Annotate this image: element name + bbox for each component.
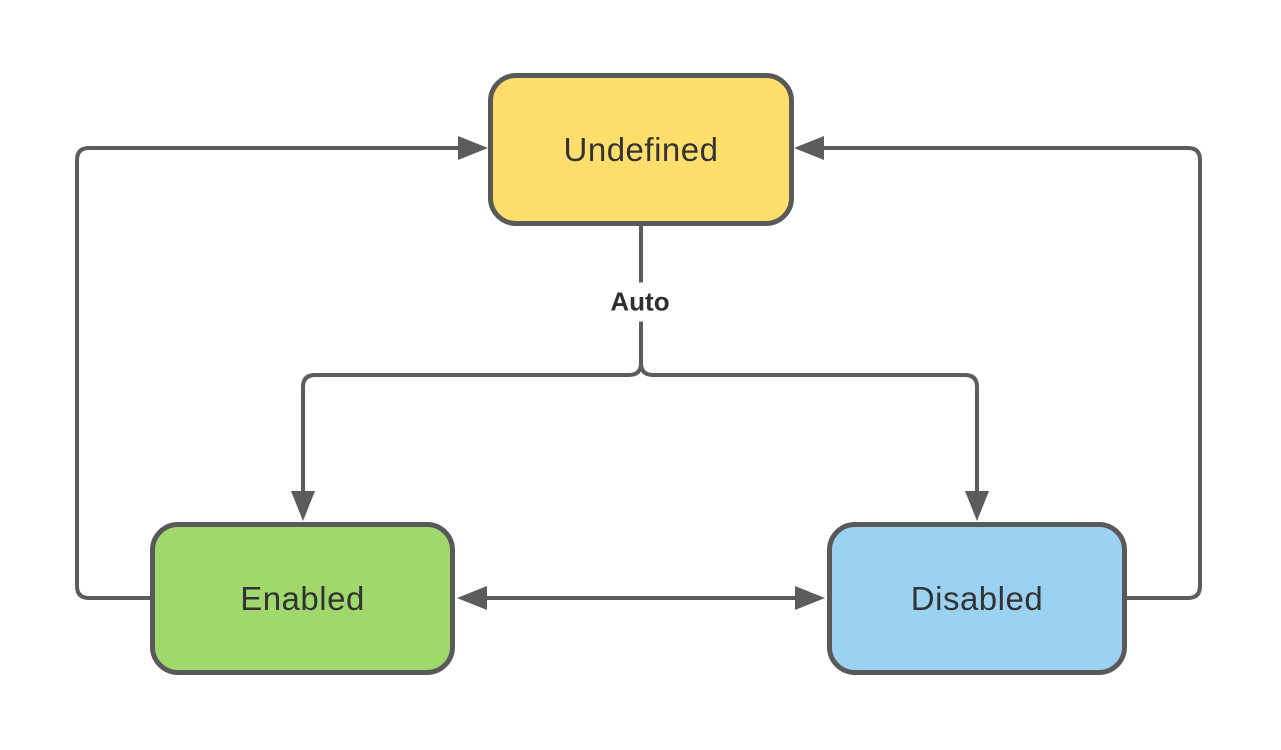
edge-label-auto: Auto: [600, 282, 680, 322]
arrowhead-into-undefined-right: [794, 136, 824, 160]
edge-auto-to-disabled: [639, 362, 979, 492]
node-enabled: Enabled: [150, 522, 455, 675]
edge-disabled-to-undefined: [824, 146, 1202, 600]
edge-enabled-to-undefined: [75, 146, 458, 600]
arrowhead-into-enabled-right: [457, 586, 487, 610]
arrowhead-into-disabled-left: [795, 586, 825, 610]
arrowhead-into-undefined-left: [458, 136, 488, 160]
edge-auto-to-enabled: [301, 362, 643, 492]
arrowhead-into-disabled-top: [965, 491, 989, 521]
node-undefined-label: Undefined: [563, 130, 719, 168]
node-enabled-label: Enabled: [240, 579, 365, 617]
node-disabled-label: Disabled: [910, 579, 1044, 617]
node-disabled: Disabled: [827, 522, 1127, 675]
node-undefined: Undefined: [488, 73, 794, 226]
arrowhead-into-enabled-top: [291, 491, 315, 521]
